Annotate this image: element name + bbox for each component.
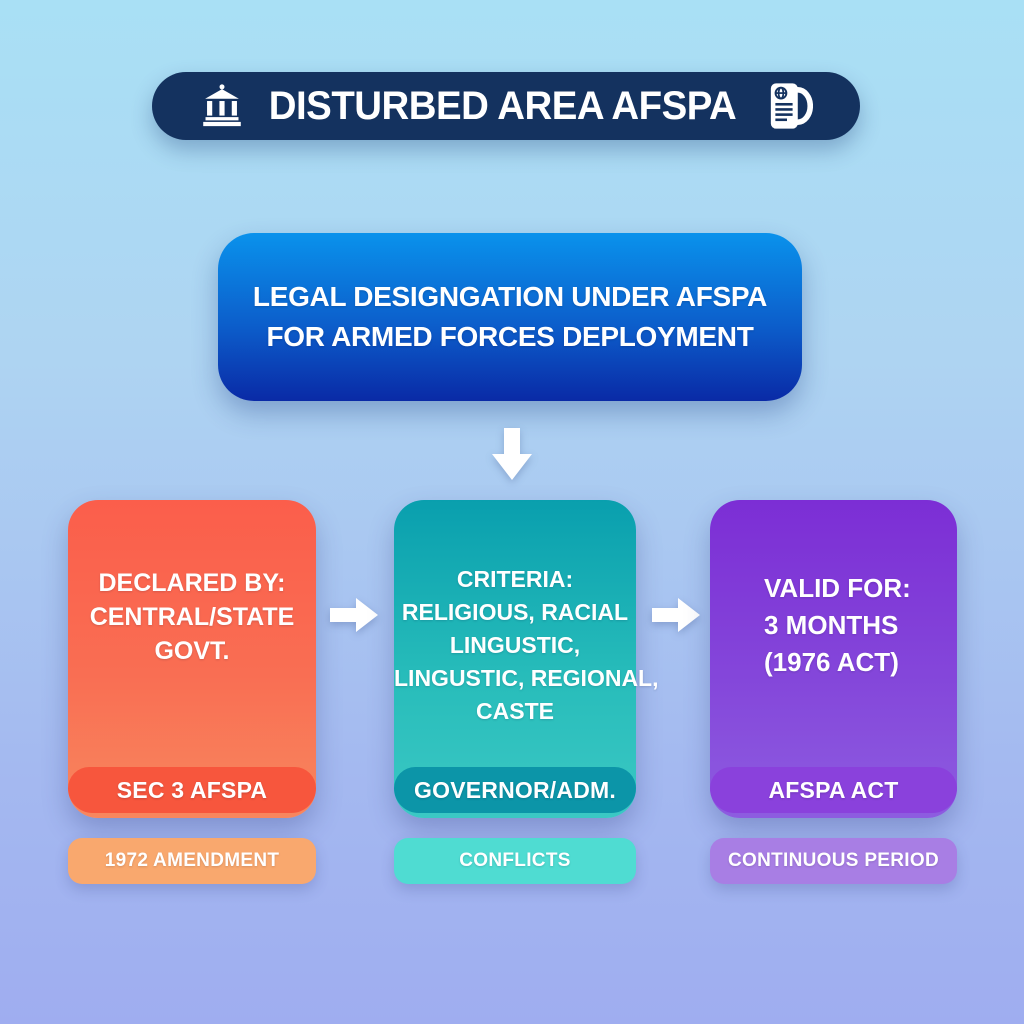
card-declared-by-text: DECLARED BY: CENTRAL/STATE GOVT. (89, 569, 295, 665)
tag-conflicts: CONFLICTS (394, 838, 636, 884)
down-arrow-icon (492, 428, 532, 480)
card-valid-for-text: VALID FOR: 3 MONTHS (1976 ACT) (764, 573, 911, 677)
card-valid-for-footer: AFSPA ACT (710, 767, 957, 813)
card-criteria: CRITERIA: RELIGIOUS, RACIAL LINGUSTIC, L… (394, 500, 659, 818)
page-title: DISTURBED AREA AFSPA (269, 83, 737, 128)
card-declared-by-footer: SEC 3 AFSPA (68, 767, 316, 813)
card-criteria-text: CRITERIA: RELIGIOUS, RACIAL LINGUSTIC, L… (394, 566, 659, 724)
scroll-icon (770, 83, 813, 129)
title-banner: DISTURBED AREA AFSPA (152, 72, 860, 140)
tag-1972-amendment: 1972 AMENDMENT (68, 838, 316, 884)
card-valid-for: VALID FOR: 3 MONTHS (1976 ACT) AFSPA ACT (710, 500, 957, 818)
bank-icon (203, 84, 242, 127)
right-arrow-icon (652, 598, 700, 632)
right-arrow-icon (330, 598, 378, 632)
card-criteria-footer: GOVERNOR/ADM. (394, 767, 636, 813)
intro-line-2: FOR ARMED FORCES DEPLOYMENT (266, 321, 754, 352)
intro-line-1: LEGAL DESIGNGATION UNDER AFSPA (252, 281, 768, 312)
card-declared-by: DECLARED BY: CENTRAL/STATE GOVT. SEC 3 A… (68, 500, 316, 818)
intro-box: LEGAL DESIGNGATION UNDER AFSPA FOR ARMED… (218, 233, 802, 401)
tag-continuous-period: CONTINUOUS PERIOD (710, 838, 957, 884)
